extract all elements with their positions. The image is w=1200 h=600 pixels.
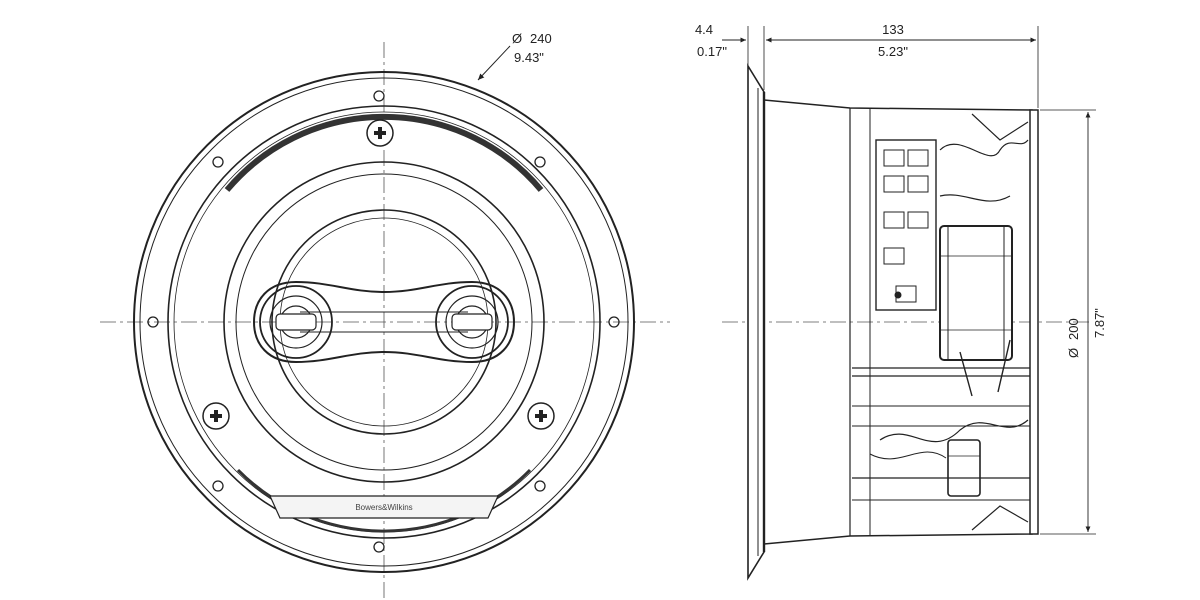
wire-bundle-upper <box>939 139 1029 157</box>
crossover-components <box>883 149 929 303</box>
wire-bundle-lower <box>879 419 1029 443</box>
front-diameter-in: 9.43" <box>514 50 544 65</box>
front-diameter-mm: 240 <box>530 31 552 46</box>
brand-plate <box>269 495 499 519</box>
cutout-symbol: Ø <box>1066 348 1081 358</box>
clamp-arm-bottom <box>971 505 1029 531</box>
magnet-assembly <box>939 225 1013 361</box>
outer-rim-inner <box>139 77 629 567</box>
right-tweeter <box>435 285 509 359</box>
side-view <box>722 26 1096 581</box>
front-diameter-symbol: Ø <box>512 31 522 46</box>
diameter-leader <box>477 45 511 81</box>
terminal-block <box>947 439 981 497</box>
clamp-arm-top <box>971 113 1029 141</box>
left-tweeter <box>259 285 333 359</box>
brand-label: Bowers&Wilkins <box>355 503 412 512</box>
front-view <box>100 42 670 598</box>
screw-left <box>202 402 230 430</box>
grille-upper-band <box>224 113 544 192</box>
flange-mm: 4.4 <box>695 22 713 37</box>
outer-rim <box>133 71 635 573</box>
screw-top <box>366 119 394 147</box>
screw-right <box>527 402 555 430</box>
driver-cone <box>271 209 497 435</box>
depth-in: 5.23" <box>878 44 908 59</box>
depth-mm: 133 <box>882 22 904 37</box>
driver-ring-outer <box>223 161 545 483</box>
flange <box>747 63 765 581</box>
cutout-in: 7.87" <box>1092 308 1107 338</box>
tweeter-bridge <box>252 280 516 364</box>
mounting-holes <box>147 90 620 553</box>
flange-in: 0.17" <box>697 44 727 59</box>
back-plate <box>1029 109 1039 535</box>
cutout-mm: 200 <box>1066 318 1081 340</box>
driver-ring-mid <box>235 173 533 471</box>
bezel-ring <box>167 105 601 539</box>
